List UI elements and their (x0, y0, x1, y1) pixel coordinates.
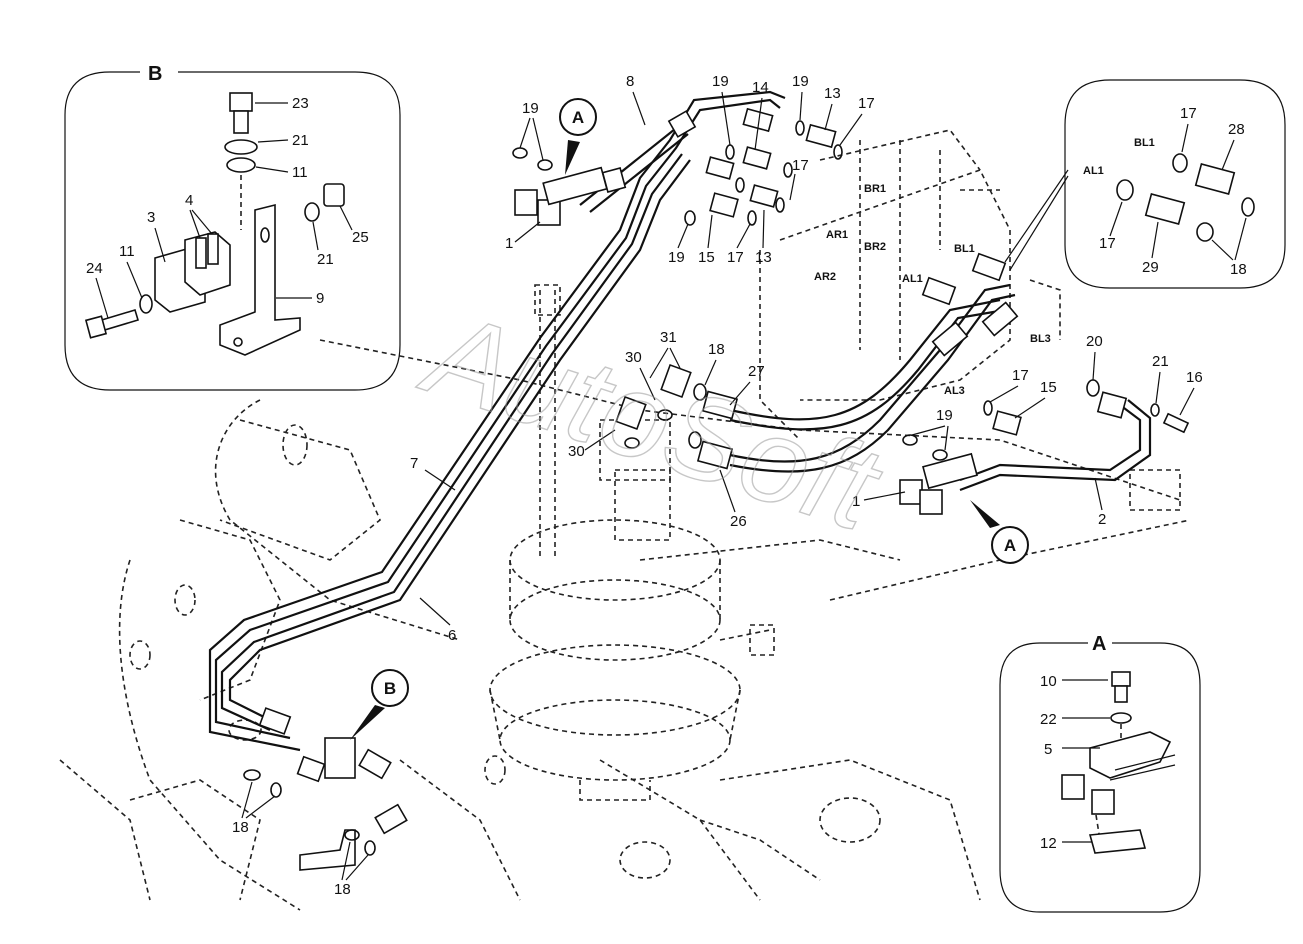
port-label: BR1 (864, 183, 886, 195)
part-label: 10 (1040, 673, 1057, 690)
part-label: 6 (448, 627, 456, 644)
part-label: 8 (626, 73, 634, 90)
part-label: 19 (522, 100, 539, 117)
part-label: 24 (86, 260, 103, 277)
pipe-2 (959, 399, 1152, 492)
part-label: 14 (752, 79, 769, 96)
part-label: 4 (185, 192, 193, 209)
part-label: 13 (755, 249, 772, 266)
part-label: 13 (824, 85, 841, 102)
part-label: 19 (936, 407, 953, 424)
detail-a-panel: A 10 22 5 12 (999, 633, 1201, 913)
main-labels: 19 8 19 14 19 13 17 17 1 19 15 17 13 31 … (232, 73, 1203, 898)
swing-motor (489, 284, 775, 801)
part-label: 20 (1086, 333, 1103, 350)
part-label: 18 (1230, 261, 1247, 278)
port-label: AL1 (1083, 165, 1104, 177)
part-label: 18 (334, 881, 351, 898)
part-label: 21 (292, 132, 309, 149)
part-label: 15 (698, 249, 715, 266)
part-label: 17 (1099, 235, 1116, 252)
callout-a-right: A (970, 500, 1029, 564)
detail-b-panel: B 23 21 11 4 3 25 21 (64, 63, 401, 391)
part-label: 9 (316, 290, 324, 307)
part-label: 29 (1142, 259, 1159, 276)
port-labels: BR1 AR1 BR2 AR2 BL1 AL1 BL3 AL3 (814, 183, 1051, 397)
part-label: 5 (1044, 741, 1052, 758)
part-label: 22 (1040, 711, 1057, 728)
pipe-27 (729, 298, 1006, 431)
part-label: 19 (792, 73, 809, 90)
part-label: 18 (232, 819, 249, 836)
part-label: 30 (568, 443, 585, 460)
part-label: 1 (852, 493, 860, 510)
port-label: AR1 (826, 229, 848, 241)
port-label: AR2 (814, 271, 836, 283)
part-label: 3 (147, 209, 155, 226)
watermark-text: AutoSoft (408, 284, 897, 557)
machine-frame (59, 339, 1191, 911)
callout-letter: B (384, 679, 396, 698)
detail-title: A (1092, 633, 1106, 655)
port-label: BL3 (1030, 333, 1051, 345)
port-label: BL1 (954, 243, 975, 255)
part-label: 16 (1186, 369, 1203, 386)
fittings (243, 107, 1190, 871)
callout-letter: A (572, 108, 584, 127)
callout-a-top: A (559, 98, 597, 175)
part-label: 26 (730, 513, 747, 530)
detail-fittings-panel: 17 28 BL1 AL1 17 29 18 (1004, 79, 1286, 289)
part-label: 30 (625, 349, 642, 366)
part-label: 25 (352, 229, 369, 246)
part-label: 17 (1012, 367, 1029, 384)
part-label: 17 (1180, 105, 1197, 122)
control-valve (599, 129, 1181, 541)
detail-title: B (148, 63, 162, 85)
part-label: 17 (727, 249, 744, 266)
port-label: BR2 (864, 241, 886, 253)
part-label: 1 (505, 235, 513, 252)
part-label: 11 (119, 243, 135, 260)
part-label: 2 (1098, 511, 1106, 528)
part-label: 21 (1152, 353, 1169, 370)
part-label: 21 (317, 251, 334, 268)
pipe-7 (208, 90, 786, 752)
part-label: 17 (792, 157, 809, 174)
port-label: BL1 (1134, 137, 1155, 149)
part-label: 7 (410, 455, 418, 472)
callout-b: B (350, 669, 409, 740)
callout-letter: A (1004, 536, 1016, 555)
pipe-6 (220, 153, 691, 731)
port-label: AL3 (944, 385, 965, 397)
clamp-block (514, 189, 538, 216)
port-label: AL1 (902, 273, 923, 285)
part-label: 31 (660, 329, 677, 346)
part-label: 15 (1040, 379, 1057, 396)
part-label: 19 (668, 249, 685, 266)
part-label: 18 (708, 341, 725, 358)
part-label: 27 (748, 363, 765, 380)
part-label: 23 (292, 95, 309, 112)
part-label: 19 (712, 73, 729, 90)
pipe-26 (729, 283, 1016, 473)
part-label: 28 (1228, 121, 1245, 138)
part-label: 17 (858, 95, 875, 112)
part-label: 11 (292, 164, 308, 181)
part-label: 12 (1040, 835, 1057, 852)
